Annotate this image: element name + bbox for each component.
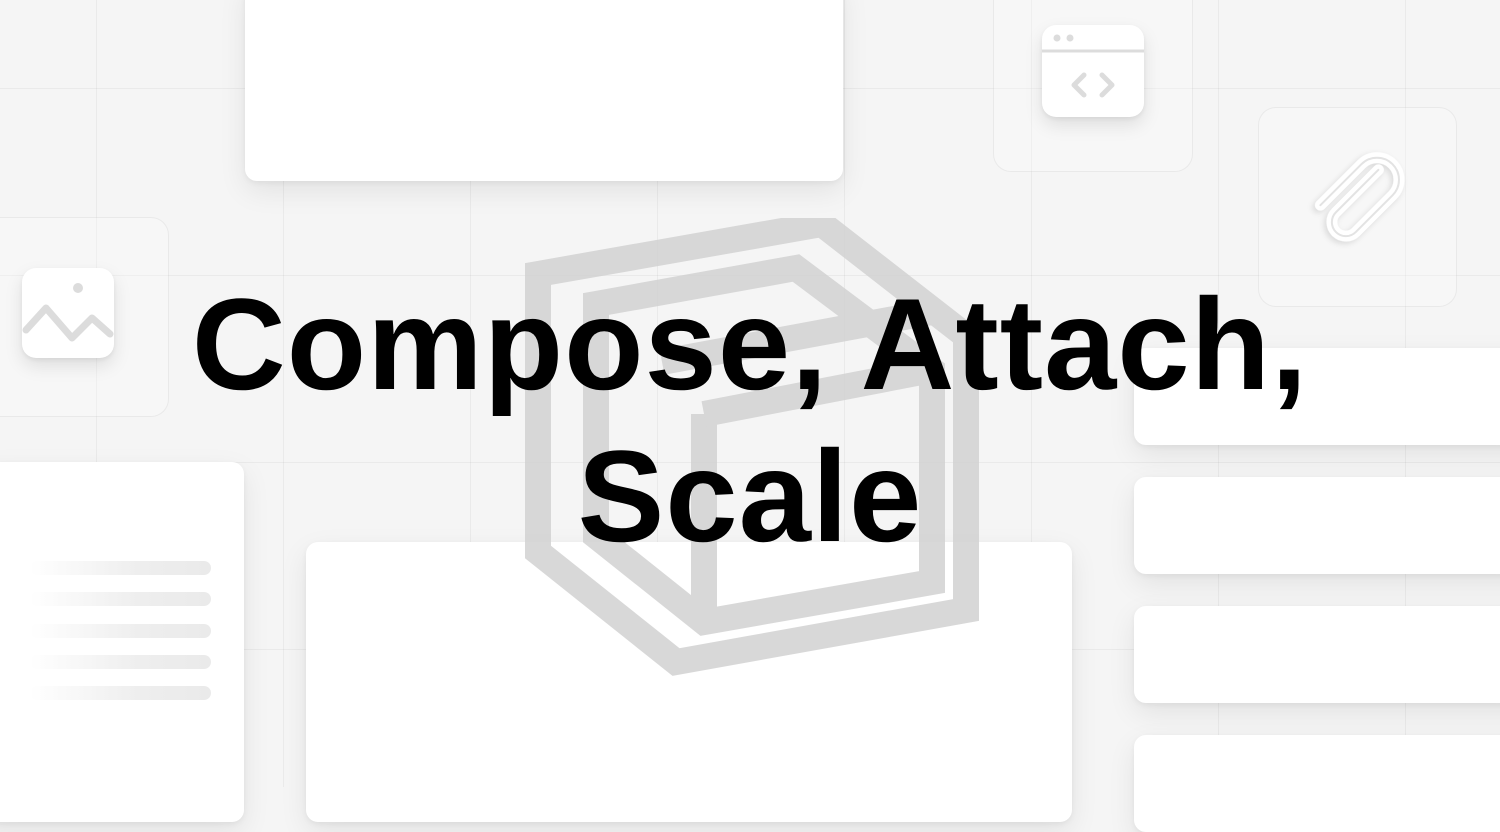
right-card-4 [1134, 735, 1500, 832]
headline-line-1: Compose, Attach, [191, 271, 1309, 417]
code-window-icon [1042, 25, 1144, 117]
text-line [30, 686, 211, 700]
left-document-card [0, 462, 244, 822]
image-icon [22, 268, 114, 358]
text-line [30, 655, 211, 669]
attachment-tile [1258, 107, 1457, 307]
top-card [245, 0, 843, 181]
right-card-2 [1134, 477, 1500, 574]
cube-logo-icon [520, 210, 980, 678]
text-line [30, 592, 211, 606]
headline-line-2: Scale [577, 423, 923, 569]
text-line [30, 561, 211, 575]
hero-headline: Compose, Attach, Scale [0, 268, 1500, 572]
paperclip-icon [1300, 148, 1420, 268]
right-card-3 [1134, 606, 1500, 703]
text-line [30, 624, 211, 638]
right-card-1 [1134, 348, 1500, 445]
